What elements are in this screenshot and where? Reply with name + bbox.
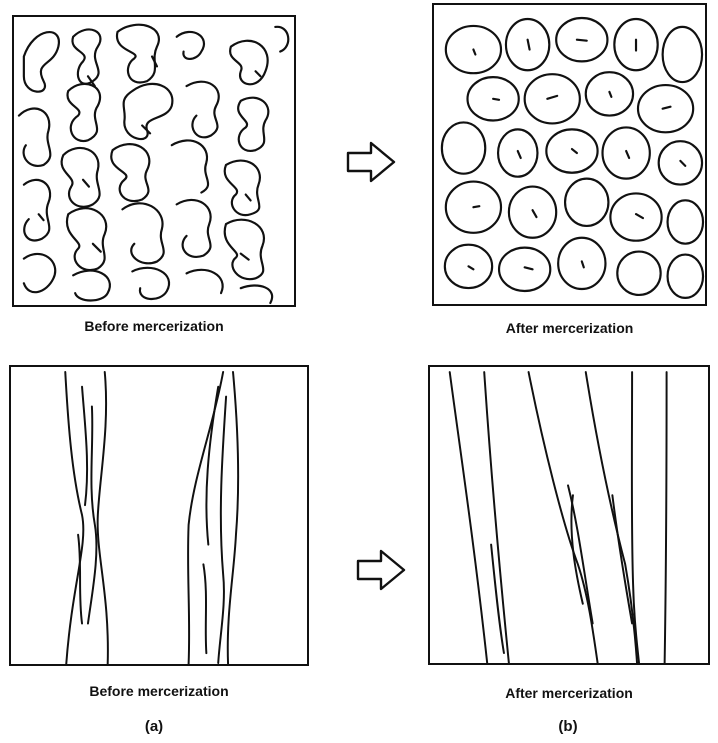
cross-section-after-panel <box>432 3 707 306</box>
longitudinal-after-panel <box>428 365 710 665</box>
figure-label-b: (b) <box>548 718 588 735</box>
cross-section-after-drawing <box>434 5 705 304</box>
arrow-right-outline-icon <box>355 548 407 592</box>
arrow-right-outline-icon <box>345 140 397 184</box>
bottom-right-caption: After mercerization <box>428 685 710 701</box>
top-right-caption: After mercerization <box>432 320 707 336</box>
top-left-caption: Before mercerization <box>12 318 296 334</box>
longitudinal-after-drawing <box>430 367 708 663</box>
bottom-left-caption: Before mercerization <box>9 683 309 699</box>
cross-section-before-drawing <box>14 17 294 305</box>
longitudinal-before-panel <box>9 365 309 666</box>
cross-section-before-panel <box>12 15 296 307</box>
longitudinal-before-drawing <box>11 367 307 664</box>
figure-label-a: (a) <box>134 718 174 735</box>
